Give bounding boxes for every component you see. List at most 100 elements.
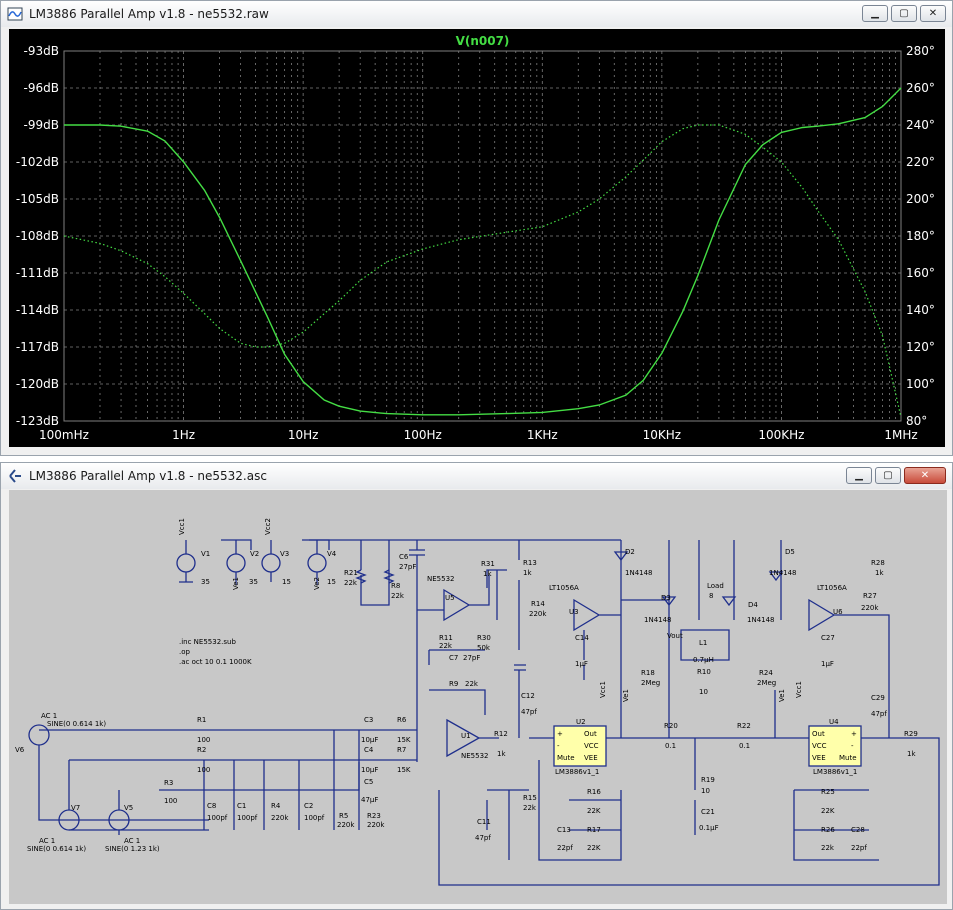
schematic-window-title: LM3886 Parallel Amp v1.8 - ne5532.asc: [29, 469, 267, 483]
label-r13-value: 1k: [523, 569, 532, 577]
label-r30: R30: [477, 634, 491, 642]
label-r28-value: 1k: [875, 569, 884, 577]
label-l1: L1: [699, 639, 707, 647]
schematic-canvas[interactable]: V1 35 Vcc1 V2 35 Ve1 V3 15 Vcc2 V4 15 Ve…: [9, 490, 947, 904]
waveform-titlebar[interactable]: LM3886 Parallel Amp v1.8 - ne5532.raw ▁ …: [1, 1, 952, 27]
net-ve1-a: Ve1: [232, 577, 240, 590]
x-tick-label: 1MHz: [884, 428, 917, 442]
label-c27: C27: [821, 634, 835, 642]
label-c2: C2: [304, 802, 313, 810]
label-u2-vee: VEE: [584, 754, 598, 762]
directive-inc[interactable]: .inc NE5532.sub: [179, 638, 236, 646]
label-r18: R18: [641, 669, 655, 677]
label-r31: R31: [481, 560, 495, 568]
label-r3-value: 100: [164, 797, 177, 805]
label-c8: C8: [207, 802, 216, 810]
schematic-titlebar[interactable]: LM3886 Parallel Amp v1.8 - ne5532.asc ▁ …: [1, 463, 952, 489]
label-u2: U2: [576, 718, 586, 726]
x-tick-label: 10Hz: [288, 428, 319, 442]
label-r29-value: 1k: [907, 750, 916, 758]
label-r8: R8: [391, 582, 400, 590]
close-button[interactable]: ✕: [904, 467, 946, 484]
label-r2-value: 100: [197, 766, 210, 774]
minimize-button[interactable]: ▁: [846, 467, 872, 484]
label-v5-ac: AC 1: [124, 837, 140, 845]
label-r20: R20: [664, 722, 678, 730]
y-right-tick-label: 120°: [906, 340, 935, 354]
y-right-tick-label: 240°: [906, 118, 935, 132]
label-d4: D4: [748, 601, 758, 609]
label-c4-value: 10µF: [361, 766, 378, 774]
label-r5: R5: [339, 812, 348, 820]
label-r10: R10: [697, 668, 711, 676]
label-c3: C3: [364, 716, 373, 724]
label-d3: D3: [661, 594, 671, 602]
label-r21-value: 22k: [344, 579, 358, 587]
label-r1: R1: [197, 716, 206, 724]
label-r21: R21: [344, 569, 358, 577]
label-d2: D2: [625, 548, 635, 556]
close-button[interactable]: ✕: [920, 5, 946, 22]
directive-op[interactable]: .op: [179, 648, 191, 656]
label-u4-out: Out: [812, 730, 825, 738]
label-vout: Vout: [667, 632, 683, 640]
label-r19: R19: [701, 776, 715, 784]
label-load: Load: [707, 582, 724, 590]
label-vcc1-u2: Vcc1: [599, 681, 607, 698]
y-left-tick-label: -123dB: [16, 414, 59, 428]
label-r26: R26: [821, 826, 835, 834]
minimize-button[interactable]: ▁: [862, 5, 888, 22]
label-r23: R23: [367, 812, 381, 820]
directive-ac[interactable]: .ac oct 10 0.1 1000K: [179, 658, 252, 666]
label-c21-value: 0.1µF: [699, 824, 719, 832]
label-u4-minus: -: [851, 742, 854, 750]
maximize-icon: ▢: [899, 8, 909, 19]
label-u5: U5: [445, 594, 455, 602]
label-u6: U6: [833, 608, 843, 616]
label-v7-ac: AC 1: [39, 837, 55, 845]
schematic-drawing[interactable]: V1 35 Vcc1 V2 35 Ve1 V3 15 Vcc2 V4 15 Ve…: [9, 490, 947, 904]
close-icon: ✕: [928, 8, 938, 19]
label-c6: C6: [399, 553, 409, 561]
net-ve2-a: Ve2: [313, 577, 321, 590]
label-c8-value: 100pf: [207, 814, 228, 822]
label-u2-out: Out: [584, 730, 597, 738]
label-u2-vcc: VCC: [584, 742, 599, 750]
label-r18-value: 2Meg: [641, 679, 660, 687]
y-right-tick-label: 80°: [906, 414, 927, 428]
maximize-button[interactable]: ▢: [891, 5, 917, 22]
label-r10-value: 10: [699, 688, 708, 696]
label-ve1-u4: Ve1: [778, 689, 786, 702]
label-ne5532-u5: NE5532: [427, 575, 454, 583]
label-u2-part: LM3886v1_1: [555, 768, 599, 776]
label-u3: U3: [569, 608, 579, 616]
label-load-value: 8: [709, 592, 713, 600]
net-vcc2-a: Vcc2: [264, 518, 272, 535]
label-c13-value: 22pf: [557, 844, 573, 852]
label-c1-value: 100pf: [237, 814, 258, 822]
label-r15-value: 22k: [523, 804, 537, 812]
x-tick-label: 1KHz: [527, 428, 558, 442]
label-r14: R14: [531, 600, 545, 608]
maximize-button[interactable]: ▢: [875, 467, 901, 484]
label-r26-value: 22k: [821, 844, 835, 852]
label-r20-value: 0.1: [665, 742, 676, 750]
waveform-app-icon: [7, 7, 23, 21]
label-r11-value: 22k: [439, 642, 453, 650]
label-r7: R7: [397, 746, 406, 754]
label-u2-plus: +: [557, 730, 563, 738]
label-r9: R9: [449, 680, 458, 688]
label-c5-value: 47µF: [361, 796, 378, 804]
y-left-tick-label: -93dB: [24, 44, 59, 58]
x-tick-label: 100mHz: [39, 428, 89, 442]
label-c4: C4: [364, 746, 374, 754]
label-c11-value: 47pf: [475, 834, 491, 842]
label-ne5532-u1: NE5532: [461, 752, 488, 760]
label-v3-value: 15: [282, 578, 291, 586]
label-r30-value: 50k: [477, 644, 491, 652]
maximize-icon: ▢: [883, 470, 893, 481]
label-l1-value: 0.7µH: [693, 656, 714, 664]
label-c28-value: 22pf: [851, 844, 867, 852]
